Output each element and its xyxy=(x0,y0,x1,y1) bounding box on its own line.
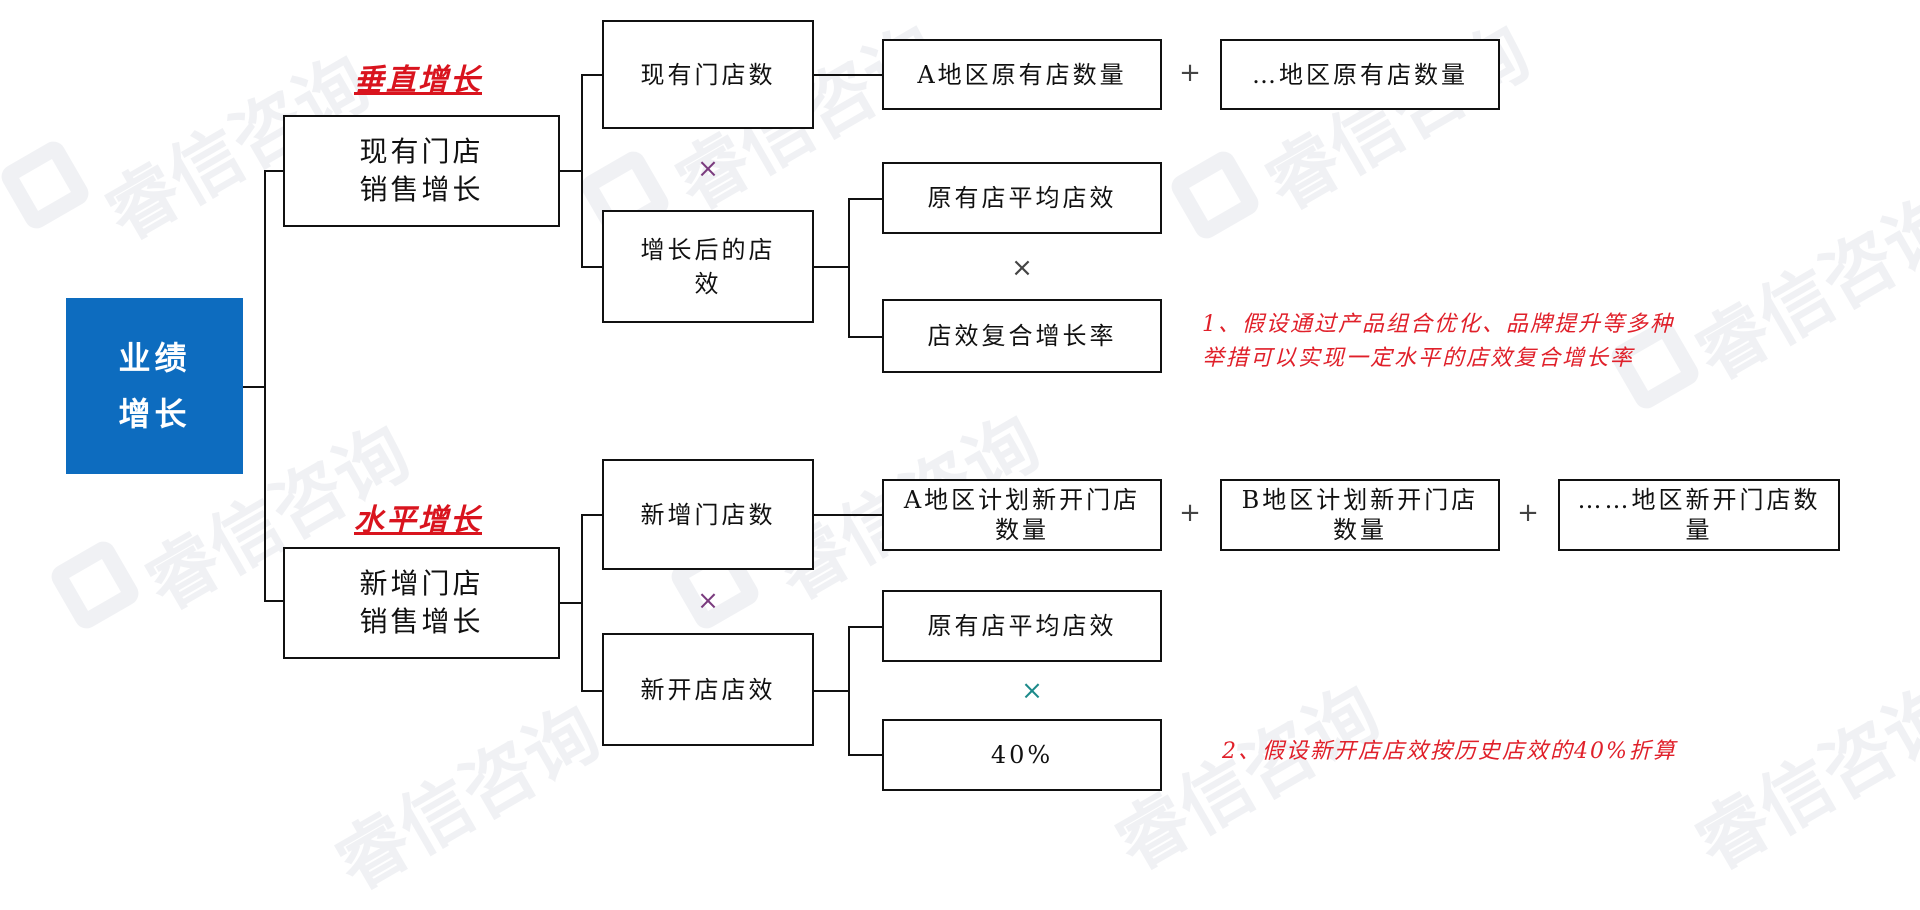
note-text: 2、假设新开店店效按历史店效的40%折算 xyxy=(1222,739,1677,764)
new-store-count-node: 新增门店数 xyxy=(602,459,814,570)
connector-line xyxy=(558,170,582,172)
connector-line xyxy=(581,690,603,692)
connector-line xyxy=(848,626,850,756)
region-a-planned-new-store-count-node: A地区计划新开门店 数量 xyxy=(882,479,1162,551)
connector-line xyxy=(813,266,849,268)
existing-store-count-node: 现有门店数 xyxy=(602,20,814,129)
assumption-note-2: 2、假设新开店店效按历史店效的40%折算 xyxy=(1222,735,1677,769)
connector-line xyxy=(848,626,883,628)
node-label: 新开店店效 xyxy=(640,675,776,704)
existing-store-avg-efficiency-node: 原有店平均店效 xyxy=(882,590,1162,662)
node-label: 40% xyxy=(990,741,1054,769)
multiply-operator: × xyxy=(1021,676,1043,706)
node-label: ……地区新开门店数 量 xyxy=(1577,486,1821,544)
connector-line xyxy=(848,754,883,756)
node-label: …地区原有店数量 xyxy=(1252,60,1468,89)
region-b-planned-new-store-count-node: B地区计划新开门店 数量 xyxy=(1220,479,1500,551)
connector-line xyxy=(581,514,583,692)
node-label: 店效复合增长率 xyxy=(927,322,1117,350)
watermark: 睿信咨询 xyxy=(1681,669,1920,887)
diagram-canvas: 睿信咨询 睿信咨询 睿信咨询 睿信咨询 睿信咨询 睿信咨询 睿信咨询 睿信咨询 … xyxy=(0,9,1920,907)
region-a-existing-store-count-node: A地区原有店数量 xyxy=(882,39,1162,110)
node-label: 原有店平均店效 xyxy=(927,184,1117,212)
plus-operator: + xyxy=(1179,498,1201,528)
node-label: 现有门店数 xyxy=(640,60,776,89)
connector-line xyxy=(264,600,284,602)
connector-line xyxy=(581,74,583,268)
root-node: 业绩 增长 xyxy=(66,298,243,474)
connector-line xyxy=(813,74,883,76)
new-store-efficiency-node: 新开店店效 xyxy=(602,633,814,746)
node-label: 新增门店数 xyxy=(640,500,776,529)
connector-line xyxy=(813,690,849,692)
watermark-logo-icon xyxy=(1167,147,1263,243)
watermark: 睿信咨询 xyxy=(321,689,613,907)
vertical-growth-title: 垂直增长 xyxy=(354,63,482,98)
connector-line xyxy=(264,170,284,172)
watermark-logo-icon xyxy=(0,137,93,233)
multiply-operator: × xyxy=(697,154,719,184)
note-text: 1、假设通过产品组合优化、品牌提升等多种 举措可以实现一定水平的店效复合增长率 xyxy=(1202,312,1674,371)
node-label: B地区计划新开门店 数量 xyxy=(1241,486,1479,544)
connector-line xyxy=(848,198,850,338)
node-label: 原有店平均店效 xyxy=(927,612,1117,640)
connector-line xyxy=(813,514,883,516)
node-label: A地区原有店数量 xyxy=(917,60,1127,89)
plus-operator: + xyxy=(1179,58,1201,88)
node-label: 新增门店 销售增长 xyxy=(359,567,484,638)
existing-store-sales-growth-node: 现有门店 销售增长 xyxy=(283,115,560,227)
multiply-operator: × xyxy=(1011,253,1033,283)
forty-percent-node: 40% xyxy=(882,719,1162,791)
root-label: 业绩 增长 xyxy=(118,339,191,433)
post-growth-store-efficiency-node: 增长后的店 效 xyxy=(602,210,814,323)
node-label: A地区计划新开门店 数量 xyxy=(903,486,1141,544)
node-label: 现有门店 销售增长 xyxy=(359,135,484,206)
assumption-note-1: 1、假设通过产品组合优化、品牌提升等多种 举措可以实现一定水平的店效复合增长率 xyxy=(1202,308,1674,376)
connector-line xyxy=(581,266,603,268)
other-region-new-store-count-node: ……地区新开门店数 量 xyxy=(1558,479,1840,551)
horizontal-growth-title: 水平增长 xyxy=(354,503,482,538)
multiply-operator: × xyxy=(697,586,719,616)
connector-line xyxy=(243,386,265,388)
plus-operator: + xyxy=(1517,498,1539,528)
connector-line xyxy=(848,198,883,200)
connector-line xyxy=(581,514,603,516)
new-store-sales-growth-node: 新增门店 销售增长 xyxy=(283,547,560,659)
existing-store-avg-efficiency-node: 原有店平均店效 xyxy=(882,162,1162,234)
connector-line xyxy=(558,602,582,604)
other-region-existing-store-count-node: …地区原有店数量 xyxy=(1220,39,1500,110)
connector-line xyxy=(848,336,883,338)
watermark: 睿信咨询 xyxy=(1251,9,1543,227)
watermark-logo-icon xyxy=(47,537,143,633)
watermark: 睿信咨询 xyxy=(1681,179,1920,397)
connector-line xyxy=(264,170,266,602)
node-label: 增长后的店 效 xyxy=(640,235,776,298)
connector-line xyxy=(581,74,603,76)
store-efficiency-cagr-node: 店效复合增长率 xyxy=(882,299,1162,373)
